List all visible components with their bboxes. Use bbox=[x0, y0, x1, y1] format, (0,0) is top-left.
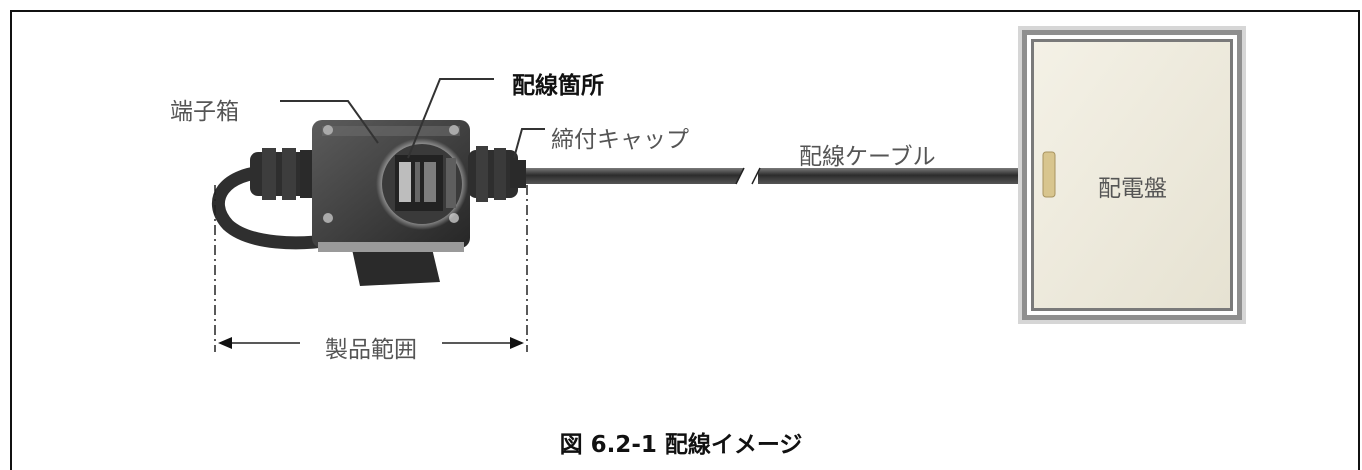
wiring-point-label: 配線箇所 bbox=[512, 73, 604, 99]
terminal-box-label: 端子箱 bbox=[170, 99, 239, 125]
figure-frame bbox=[10, 10, 1360, 470]
wiring-cable-label: 配線ケーブル bbox=[799, 144, 936, 170]
tightening-cap-label: 締付キャップ bbox=[551, 127, 689, 153]
cable-image bbox=[525, 167, 1024, 185]
distribution-board-label: 配電盤 bbox=[1098, 176, 1167, 202]
leader-lines bbox=[280, 78, 545, 159]
product-range-dimension bbox=[214, 185, 528, 352]
figure-caption: 図 6.2-1 配線イメージ bbox=[559, 432, 803, 458]
terminal-box-image bbox=[211, 120, 526, 286]
distribution-board-image bbox=[1018, 26, 1246, 324]
product-range-label: 製品範囲 bbox=[325, 337, 417, 363]
